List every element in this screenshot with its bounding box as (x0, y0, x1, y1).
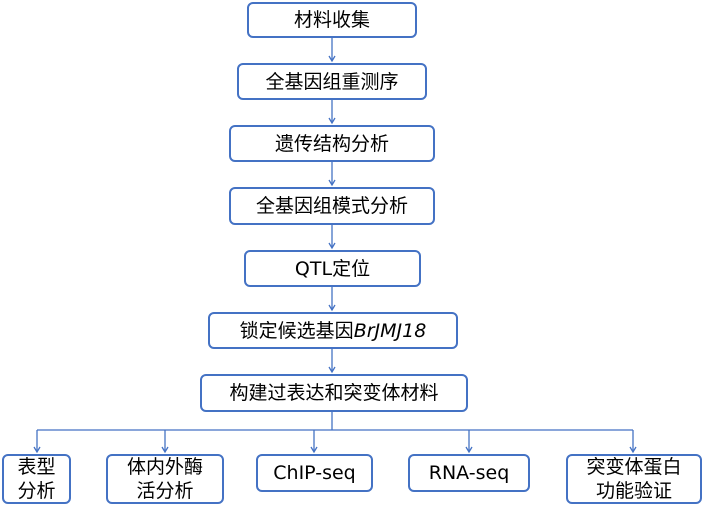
branch-label-line-2: 功能验证 (595, 480, 672, 502)
branch-label-line-2: 活分析 (136, 480, 194, 502)
step-box-material-collection: 材料收集 (247, 2, 417, 38)
step-label: QTL定位 (294, 257, 371, 280)
step-label: 遗传结构分析 (274, 132, 389, 155)
step-label: 材料收集 (293, 9, 370, 31)
step-box-genome-pattern: 全基因组模式分析 (229, 187, 435, 225)
branch-box-enzyme-activity: 体内外酶 活分析 (106, 454, 224, 504)
step-label: 构建过表达和突变体材料 (229, 382, 439, 404)
branch-label-line-2: 分析 (17, 480, 56, 502)
step-box-qtl-mapping: QTL定位 (244, 250, 421, 287)
branch-box-phenotype: 表型 分析 (2, 454, 71, 504)
step-label: 全基因组重测序 (265, 70, 399, 93)
step-box-genetic-structure: 遗传结构分析 (229, 125, 435, 162)
gene-name: BrJMJ18 (353, 319, 427, 342)
branch-label-line-1: 突变体蛋白 (586, 456, 682, 478)
branch-box-mutant-protein: 突变体蛋白 功能验证 (566, 454, 702, 504)
step-box-resequencing: 全基因组重测序 (237, 63, 427, 100)
branch-label-line-1: 体内外酶 (126, 456, 203, 478)
step-label: 全基因组模式分析 (255, 195, 408, 217)
branch-label: ChIP-seq (273, 462, 356, 484)
branch-box-rna-seq: RNA-seq (408, 454, 530, 492)
branch-box-chip-seq: ChIP-seq (256, 454, 373, 492)
branch-label-line-1: 表型 (17, 456, 56, 478)
step-box-construct-materials: 构建过表达和突变体材料 (200, 374, 468, 412)
step-label-prefix: 锁定候选基因 (239, 319, 354, 342)
branch-label: RNA-seq (428, 462, 510, 484)
